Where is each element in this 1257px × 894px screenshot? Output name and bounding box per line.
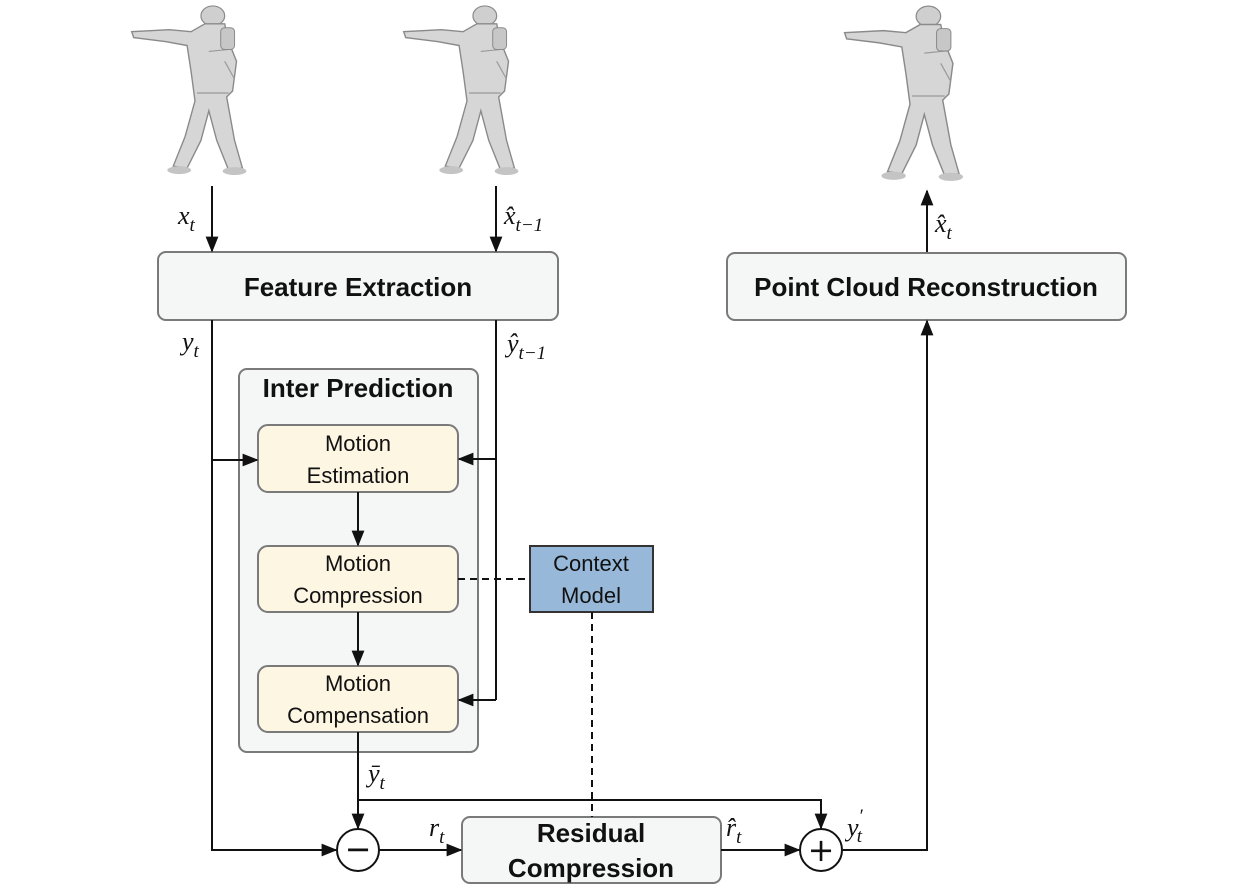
signal-x-hat-prev: x̂t−1 (503, 201, 543, 236)
feature-extraction-label: Feature Extraction (244, 272, 472, 302)
context-model-label-1: Context (553, 551, 629, 576)
signal-y-t: yt (179, 327, 200, 362)
motion-compensation-label-2: Compensation (287, 703, 429, 728)
residual-compression-label-2: Compression (508, 853, 674, 883)
motion-estimation-label-2: Estimation (307, 463, 410, 488)
wire-ybar-to-add (358, 799, 828, 830)
signal-x-hat-t: x̂t (934, 209, 953, 244)
context-model-box (529, 545, 654, 613)
motion-compression-label-1: Motion (325, 551, 391, 576)
inter-prediction-label: Inter Prediction (263, 373, 454, 403)
subtract-symbol: − (345, 830, 372, 868)
motion-estimation-label-1: Motion (325, 431, 391, 456)
point-cloud-reconstructed-figure (843, 5, 964, 182)
point-cloud-reconstruction-label: Point Cloud Reconstruction (754, 272, 1098, 302)
motion-compensation-label-1: Motion (325, 671, 391, 696)
wire-yt-to-subtract (211, 320, 338, 857)
motion-compression-label-2: Compression (293, 583, 423, 608)
feature-extraction-box (157, 251, 559, 321)
point-cloud-current-figure (130, 5, 248, 176)
wire-yprime-to-reconstruction (842, 319, 934, 851)
signal-r-t: rt (429, 813, 445, 848)
residual-compression-label-1: Residual (537, 818, 645, 848)
point-cloud-previous-figure (402, 5, 520, 176)
signal-x-t: xt (177, 201, 196, 236)
signal-y-hat-prev: ŷt−1 (504, 329, 546, 364)
signal-y-prime-t: y′t (844, 806, 864, 847)
context-model-label-2: Model (561, 583, 621, 608)
signal-y-bar-t: ȳt (365, 759, 386, 794)
signal-r-hat-t: r̂t (726, 813, 742, 848)
add-symbol: + (808, 831, 835, 869)
